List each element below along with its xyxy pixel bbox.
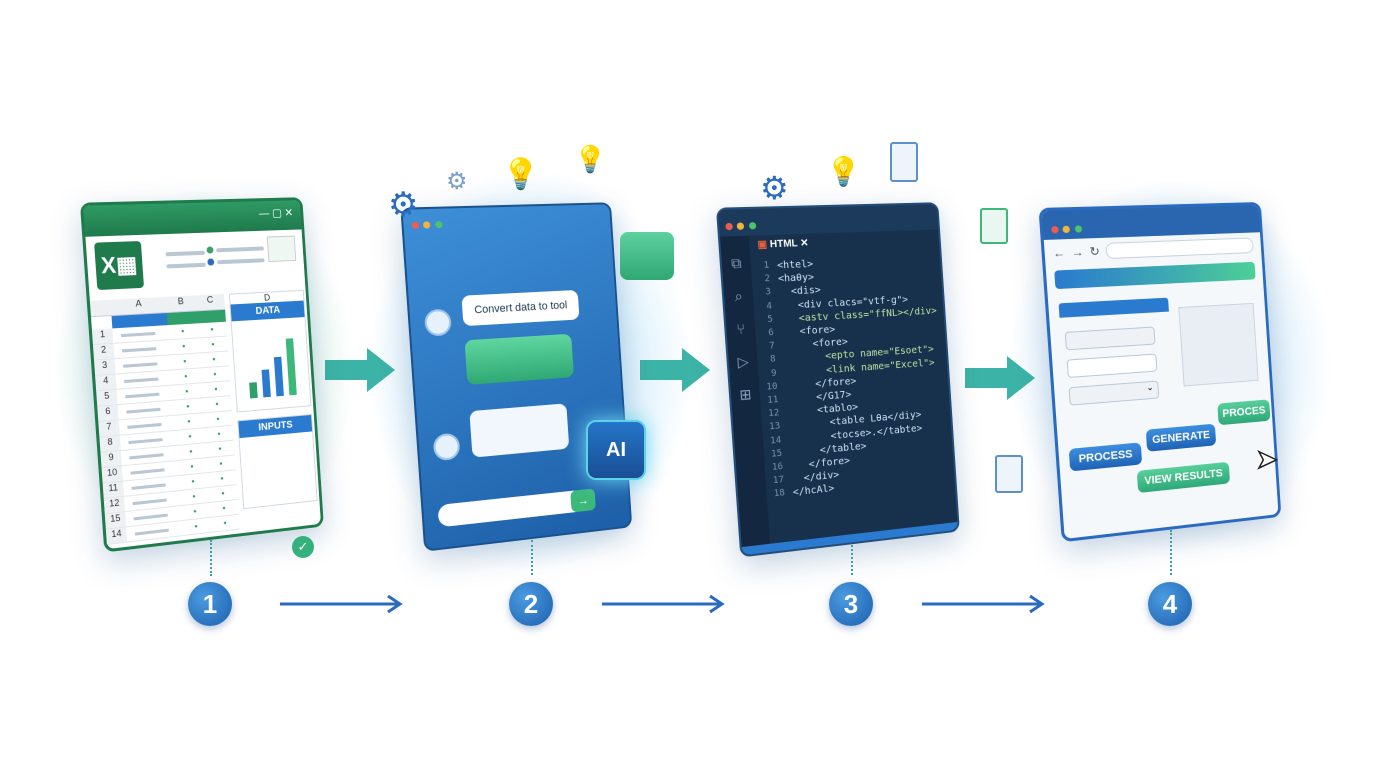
arrow-1-to-2	[325, 348, 395, 392]
back-icon[interactable]: ←	[1052, 245, 1065, 260]
col-c[interactable]: C	[195, 294, 225, 311]
gear-icon-small: ⚙	[446, 170, 468, 194]
mini-chart-icon	[267, 236, 297, 263]
view-results-button[interactable]: VIEW RESULTS	[1137, 462, 1230, 493]
reload-icon[interactable]: ↻	[1089, 244, 1100, 259]
chat-bubble-icon	[620, 232, 674, 280]
row-number: 11	[103, 482, 124, 498]
flow-arrow-2	[602, 595, 727, 613]
document-icon-2	[995, 455, 1023, 493]
line-number: 14	[765, 434, 782, 449]
user-message-bubble: Convert data to tool	[461, 290, 579, 326]
excel-window: — ▢ ✕ X▦ A B C 1••2••3••4••5••6••7••8••9…	[80, 197, 324, 552]
row-number: 3	[94, 359, 115, 375]
line-number: 8	[759, 354, 776, 369]
col-b[interactable]: B	[166, 295, 196, 312]
step-number-3: 3	[829, 582, 873, 626]
line-number: 3	[754, 287, 771, 301]
step-number-1: 1	[188, 582, 232, 626]
step-number-2: 2	[509, 582, 553, 626]
ai-response-bubble	[464, 334, 573, 385]
arrow-2-to-3	[640, 348, 710, 392]
line-number: 4	[755, 300, 772, 314]
message-bubble	[469, 403, 569, 457]
spreadsheet-grid: A B C 1••2••3••4••5••6••7••8••9••10••11•…	[90, 294, 240, 549]
flow-arrow-1	[280, 595, 405, 613]
process-button[interactable]: PROCESS	[1069, 442, 1143, 471]
row-number: 6	[97, 405, 118, 421]
excel-logo: X▦	[94, 241, 144, 290]
flow-arrow-3	[922, 595, 1047, 613]
line-number: 9	[760, 367, 777, 382]
line-number: 18	[768, 488, 785, 503]
row-number: 14	[106, 527, 127, 544]
tab-html[interactable]: ▣ HTML ✕	[757, 238, 809, 251]
process-button-2[interactable]: PROCES	[1217, 399, 1270, 425]
inputs-card: INPUTS	[237, 414, 317, 509]
data-card: D DATA	[229, 290, 312, 413]
row-number: 2	[93, 344, 114, 360]
html5-icon: ▣	[757, 239, 767, 251]
document-icon	[890, 142, 918, 182]
send-button[interactable]: →	[570, 488, 596, 512]
lightbulb-icon-3: 💡	[826, 158, 861, 186]
code-area[interactable]: <htel><haθy> <dis> <div clacs="vtf-g"> <…	[777, 253, 948, 500]
lightbulb-icon: 💡	[502, 160, 539, 190]
text-field-2[interactable]	[1067, 353, 1158, 378]
row-number: 5	[96, 390, 117, 406]
check-icon: ✓	[292, 536, 314, 558]
row-number: 9	[101, 451, 122, 467]
line-number: 1	[752, 260, 769, 274]
excel-titlebar: — ▢ ✕	[83, 200, 301, 237]
line-number: 10	[761, 381, 778, 396]
row-number: 7	[98, 420, 119, 436]
col-a[interactable]: A	[110, 297, 166, 315]
row-number: 1	[92, 328, 113, 344]
step-number-4: 4	[1148, 582, 1192, 626]
data-header: DATA	[231, 301, 305, 322]
ai-chip: AI	[586, 420, 646, 480]
ai-chat-window: Convert data to tool →	[400, 202, 632, 551]
line-number: 11	[762, 394, 779, 409]
user-avatar	[424, 309, 452, 337]
forward-icon[interactable]: →	[1071, 245, 1084, 260]
line-number: 6	[757, 327, 774, 341]
lightbulb-icon-2: 💡	[574, 146, 606, 172]
arrow-3-to-4	[965, 356, 1035, 400]
line-number: 5	[756, 313, 773, 327]
user-avatar-2	[433, 432, 461, 461]
gear-icon: ⚙	[388, 188, 418, 222]
row-number: 4	[95, 374, 116, 390]
line-number: 7	[758, 340, 775, 354]
browser-window: ← → ↻ ⌄ PROCESS GENERATE PROCES VIEW RESUL…	[1038, 202, 1281, 542]
chat-input[interactable]	[437, 490, 584, 528]
row-number: 15	[105, 512, 126, 529]
line-number: 2	[753, 273, 770, 287]
row-number: 8	[99, 436, 120, 452]
generate-button[interactable]: GENERATE	[1146, 424, 1217, 452]
inputs-header: INPUTS	[238, 415, 312, 438]
line-number: 12	[763, 407, 780, 422]
row-number: 12	[104, 497, 125, 513]
text-field[interactable]	[1065, 326, 1156, 350]
line-number: 13	[764, 421, 781, 436]
document-icon-green	[980, 208, 1008, 244]
code-editor-window: ▣ HTML ✕ ⧉⌕⑂▷⊞ 1234567891011121314151617…	[716, 202, 960, 557]
cursor-icon: ➤	[1256, 446, 1278, 472]
gear-icon-3: ⚙	[760, 172, 789, 204]
text-preview	[1178, 303, 1258, 387]
row-number: 10	[102, 466, 123, 482]
dropdown[interactable]: ⌄	[1068, 380, 1159, 405]
address-bar[interactable]	[1105, 237, 1254, 259]
